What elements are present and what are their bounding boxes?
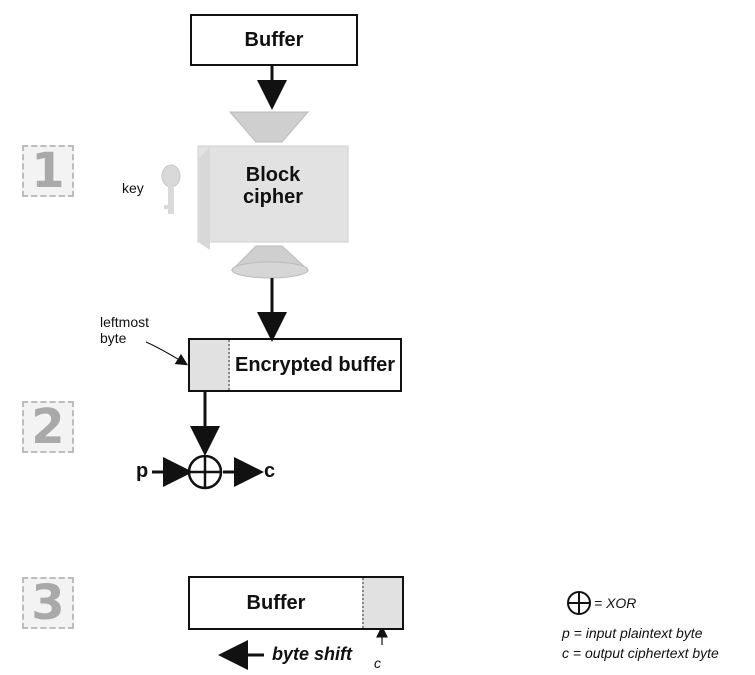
c-label: c [264,460,276,482]
buffer-top-box: Buffer [190,14,358,66]
block-cipher-shape [197,111,349,279]
encrypted-buffer-label: Encrypted buffer [234,353,396,376]
byte-shift-label: byte shift [272,644,353,664]
leftmost-pointer-arrow [145,341,189,366]
leftmost-byte-cell [190,340,230,390]
step-1-marker: 1 [22,145,74,197]
block-cipher-line-1: Block [245,164,301,186]
block-cipher-label: Block cipher [198,164,348,208]
key-icon [161,164,181,214]
legend-c-text: c = output ciphertext byte [562,645,719,661]
p-label: p [136,460,149,482]
step-3-marker: 3 [22,577,74,629]
legend-xor-icon [567,591,591,615]
c-small-label: c [374,655,381,671]
leftmost-byte-label: leftmost byte [100,314,149,346]
legend-xor-text: = XOR [594,595,637,611]
leftmost-line-1: leftmost [100,314,150,330]
block-cipher-line-2: cipher [242,186,304,208]
buffer-bottom-box: Buffer [188,576,404,630]
legend-p-text: p = input plaintext byte [562,625,703,641]
encrypted-buffer-box: Encrypted buffer [188,338,402,392]
key-label: key [122,180,144,196]
xor-icon [187,454,223,490]
new-byte-cell [362,578,402,628]
buffer-bottom-label: Buffer [246,591,306,614]
leftmost-line-2: byte [100,330,127,346]
step-2-marker: 2 [22,401,74,453]
